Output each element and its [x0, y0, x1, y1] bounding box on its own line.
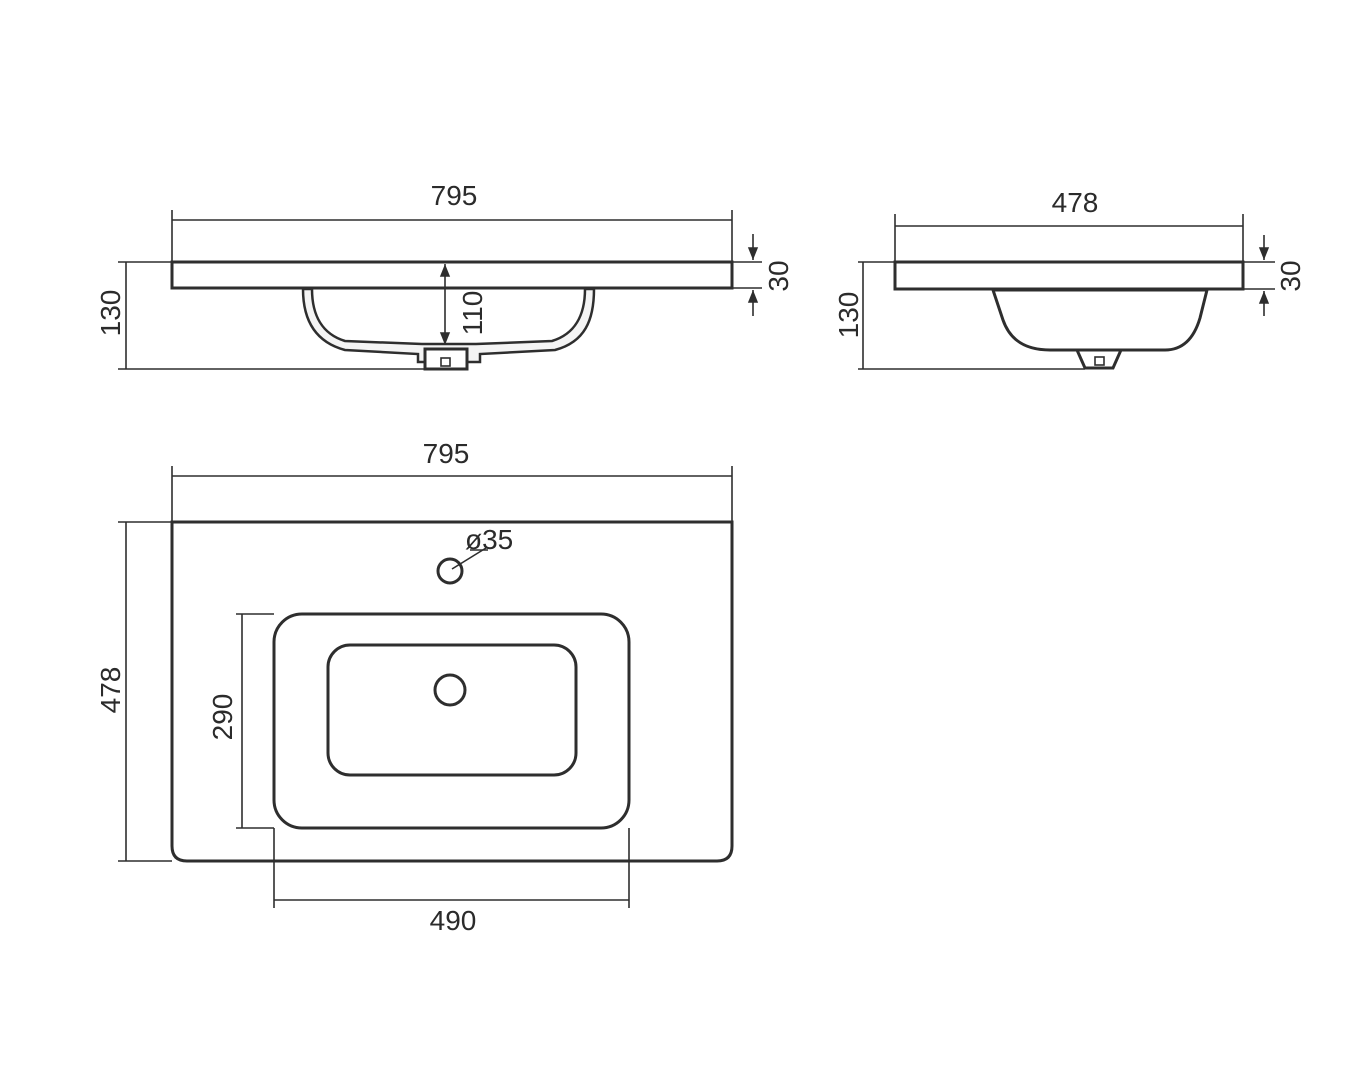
side-height-label: 130: [833, 292, 864, 339]
front-width-label: 795: [431, 180, 478, 211]
side-width-label: 478: [1052, 187, 1099, 218]
side-view: 478 130 30: [833, 187, 1306, 370]
front-view: 795 130 110 30: [95, 180, 794, 371]
front-depth-label: 110: [457, 291, 488, 336]
front-bowl: [301, 287, 596, 364]
top-bowl-inner: [326, 643, 578, 777]
bowl-depth-label: 290: [207, 694, 238, 741]
front-drain-core: [440, 357, 451, 367]
tap-hole-label: ø35: [465, 524, 513, 555]
bowl-width-label: 490: [430, 905, 477, 936]
top-tap-hole: [436, 557, 464, 585]
front-slab: [170, 260, 734, 290]
top-drain-circle: [433, 673, 467, 707]
front-height-label: 130: [95, 290, 126, 337]
top-width-label: 795: [423, 438, 470, 469]
top-view: ø35 795 478 290 490: [95, 438, 734, 936]
top-depth-label: 478: [95, 667, 126, 714]
side-drain-core: [1094, 356, 1105, 366]
side-drain: [1074, 348, 1124, 370]
front-drain: [423, 347, 469, 371]
front-rim-label: 30: [763, 260, 794, 291]
side-slab: [893, 260, 1245, 291]
side-bowl: [990, 288, 1209, 352]
side-rim-label: 30: [1275, 260, 1306, 291]
